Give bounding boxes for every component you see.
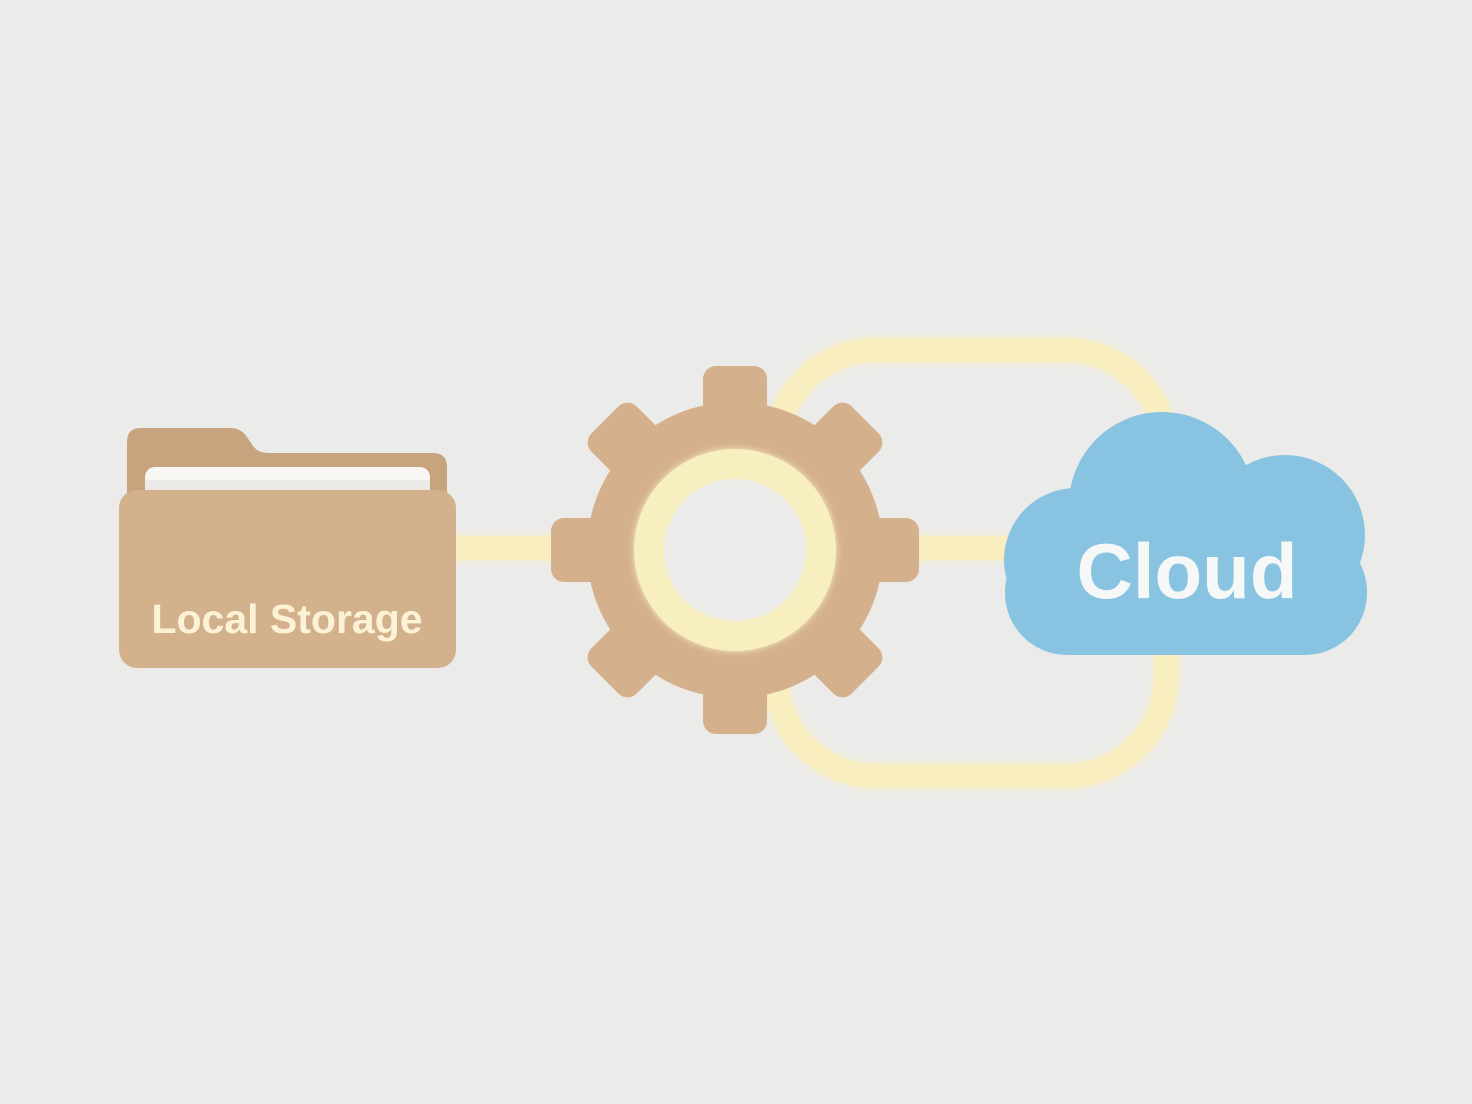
processor-node [551,366,919,734]
folder-paper-shade [145,480,430,490]
gear-icon [551,366,919,734]
local-storage-node: Local Storage [119,428,456,668]
local-storage-label: Local Storage [151,596,422,642]
gear-hole [664,479,806,621]
cloud-label: Cloud [1077,527,1298,615]
cloud-base [1005,530,1367,655]
folder-icon [119,428,456,668]
cloud-node: Cloud [1004,412,1367,655]
folder-front [119,490,456,668]
cloud-icon [1004,412,1367,655]
